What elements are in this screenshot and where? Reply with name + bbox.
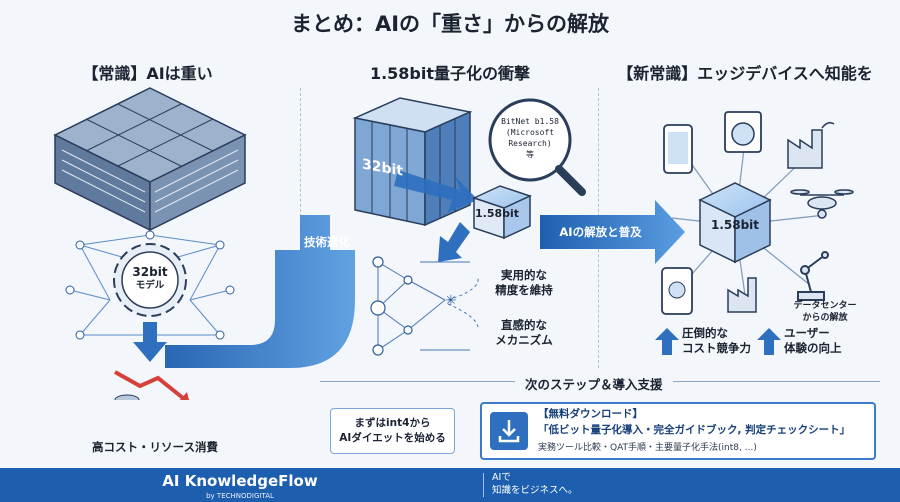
smartphone-icon: [663, 124, 693, 174]
hub-cube-icon: [698, 182, 772, 264]
benefit-ux: ユーザー 体験の向上: [784, 326, 842, 355]
up-arrow-icon-1: [655, 328, 679, 355]
diagram-canvas: ✳: [53, 87, 854, 400]
bullet-mechanism: 直感的な メカニズム: [495, 318, 553, 347]
robot-arm-icon: [797, 251, 829, 301]
factory-small-icon: [727, 277, 757, 313]
cube-158bit-icon: [471, 185, 533, 240]
cost-label: 高コスト・リソース消費: [92, 440, 218, 454]
down-left-arrow-icon: [438, 222, 470, 262]
red-trend-arrow-icon: [114, 370, 185, 400]
magnifier-icon: [488, 98, 586, 196]
tech-evolution-arrow: [165, 215, 355, 368]
tablet-icon: [661, 267, 693, 315]
hub-label: 1.58bit: [710, 218, 760, 232]
tech-evolution-label: 技術進化: [304, 235, 350, 249]
start-int4-box: まずはint4から AIダイエットを始める: [330, 408, 455, 454]
cube-158bit-label: 1.58bit: [475, 207, 520, 220]
footer-brand: AI KnowledgeFlow by TECHNODIGITAL: [162, 472, 318, 500]
gear-label-32bit: 32bit モデル: [132, 265, 168, 291]
magnifier-text: BitNet b1.58 (Microsoft Research) 等: [501, 117, 559, 159]
download-title: 【無料ダウンロード】: [538, 408, 643, 420]
download-box[interactable]: [480, 402, 876, 460]
drone-icon: [790, 189, 854, 219]
svg-text:✳: ✳: [445, 293, 457, 309]
download-sub: 実務ツール比較・QAT手順・主要量子化手法(int8, ...): [538, 443, 757, 453]
download-icon[interactable]: [490, 412, 528, 450]
page-title: まとめ：AIの「重さ」からの解放: [290, 12, 610, 36]
datacenter-label: データセンター からの解放: [793, 301, 857, 323]
server-cluster-icon: [53, 87, 247, 232]
down-arrow-icon: [133, 322, 167, 362]
benefit-cost: 圧倒的な コスト競争力: [682, 326, 751, 355]
left-heading: 【常識】AIは重い: [82, 64, 213, 83]
gear-icon: [113, 243, 187, 317]
download-main[interactable]: 「低ビット量子化導入・完全ガイドブック, 判定チェックシート」: [538, 424, 851, 436]
next-steps-title: 次のステップ＆導入支援: [515, 374, 673, 393]
release-arrow: [540, 200, 685, 264]
coins-icon: [114, 394, 140, 400]
bullet-precision: 実用的な 精度を維持: [495, 268, 553, 297]
right-heading: 【新常識】エッジデバイスへ知能を: [617, 64, 873, 83]
footer-bar: [0, 468, 900, 502]
ternary-network-icon: [377, 261, 479, 351]
footer-tagline: AIで 知識をビジネスへ。: [492, 472, 578, 496]
washing-machine-icon: [724, 111, 762, 153]
middle-heading: 1.58bit量子化の衝撃: [369, 64, 531, 83]
factory-icon: [787, 121, 835, 169]
footer-separator: [483, 473, 484, 497]
up-arrow-icon-2: [757, 328, 781, 355]
release-label: AIの解放と普及: [559, 225, 642, 239]
